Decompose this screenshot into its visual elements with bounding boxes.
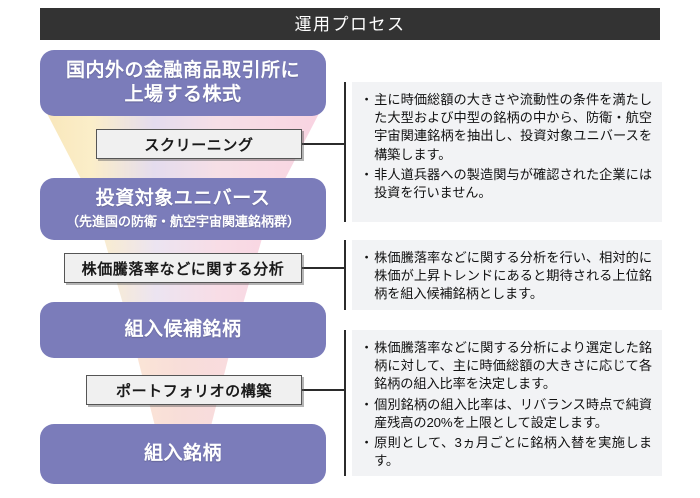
- stage-box-listed-equities: 国内外の金融商品取引所に 上場する株式: [40, 50, 326, 116]
- connector-line-portfolio-construction: [300, 389, 346, 391]
- bullet-mark: ・: [360, 340, 374, 355]
- note-panel-screening: ・ 主に時価総額の大きさや流動性の条件を満たした大型および中型の銘柄の中から、防…: [352, 82, 662, 222]
- bullet-mark: ・: [360, 92, 374, 107]
- note-text: 非人道兵器への製造関与が確認された企業には投資を行いません。: [374, 166, 652, 201]
- note-text: 株価騰落率などに関する分析により選定した銘柄に対して、主に時価総額の大きさに応じ…: [374, 340, 652, 392]
- note-bullet: ・ 主に時価総額の大きさや流動性の条件を満たした大型および中型の銘柄の中から、防…: [360, 91, 652, 164]
- note-bullet: ・ 原則として、3ヵ月ごとに銘柄入替を実施します。: [360, 434, 652, 470]
- stage-label-line1: 組入候補銘柄: [124, 318, 242, 340]
- connector-line-screening: [300, 143, 346, 145]
- note-text: 株価騰落率などに関する分析を行い、相対的に株価が上昇トレンドにあると期待される上…: [374, 250, 652, 302]
- stage-box-candidate-stocks: 組入候補銘柄: [40, 302, 326, 358]
- note-rule-portfolio-construction: [344, 330, 346, 476]
- note-bullet: ・ 株価騰落率などに関する分析を行い、相対的に株価が上昇トレンドにあると期待され…: [360, 249, 652, 304]
- step-box-screening[interactable]: スクリーニング: [96, 129, 302, 159]
- note-panel-price-analysis: ・ 株価騰落率などに関する分析を行い、相対的に株価が上昇トレンドにあると期待され…: [352, 240, 662, 310]
- stage-label-line1: 国内外の金融商品取引所に: [65, 59, 300, 81]
- note-text: 個別銘柄の組入比率は、リバランス時点で純資産残高の20%を上限として設定します。: [374, 396, 652, 430]
- bullet-mark: ・: [360, 166, 374, 182]
- step-box-price-analysis[interactable]: 株価騰落率などに関する分析: [64, 253, 302, 283]
- note-rule-screening: [344, 82, 346, 222]
- note-rule-price-analysis: [344, 240, 346, 310]
- note-text: 主に時価総額の大きさや流動性の条件を満たした大型および中型の銘柄の中から、防衛・…: [374, 92, 652, 162]
- note-bullet: ・ 非人道兵器への製造関与が確認された企業には投資を行いません。: [360, 166, 652, 202]
- bullet-mark: ・: [360, 435, 374, 451]
- stage-label-line2: 上場する株式: [124, 84, 242, 105]
- stage-label-line1: 投資対象ユニバース: [95, 188, 271, 210]
- bullet-mark: ・: [360, 396, 374, 412]
- connector-line-price-analysis: [300, 267, 346, 269]
- diagram-header: 運用プロセス: [40, 8, 660, 40]
- note-bullet: ・ 個別銘柄の組入比率は、リバランス時点で純資産残高の20%を上限として設定しま…: [360, 396, 652, 432]
- bullet-mark: ・: [360, 250, 374, 265]
- step-box-portfolio-construction[interactable]: ポートフォリオの構築: [86, 375, 302, 405]
- note-panel-portfolio-construction: ・ 株価騰落率などに関する分析により選定した銘柄に対して、主に時価総額の大きさに…: [352, 330, 662, 476]
- page-title: 運用プロセス: [294, 14, 406, 34]
- note-text: 原則として、3ヵ月ごとに銘柄入替を実施します。: [374, 435, 652, 469]
- stage-label-line1: 組入銘柄: [143, 442, 222, 464]
- stage-sublabel: （先進国の防衛・航空宇宙関連銘柄群）: [65, 213, 300, 229]
- stage-box-final-holdings: 組入銘柄: [40, 424, 326, 484]
- note-bullet: ・ 株価騰落率などに関する分析により選定した銘柄に対して、主に時価総額の大きさに…: [360, 339, 652, 394]
- stage-box-investment-universe: 投資対象ユニバース （先進国の防衛・航空宇宙関連銘柄群）: [40, 178, 326, 240]
